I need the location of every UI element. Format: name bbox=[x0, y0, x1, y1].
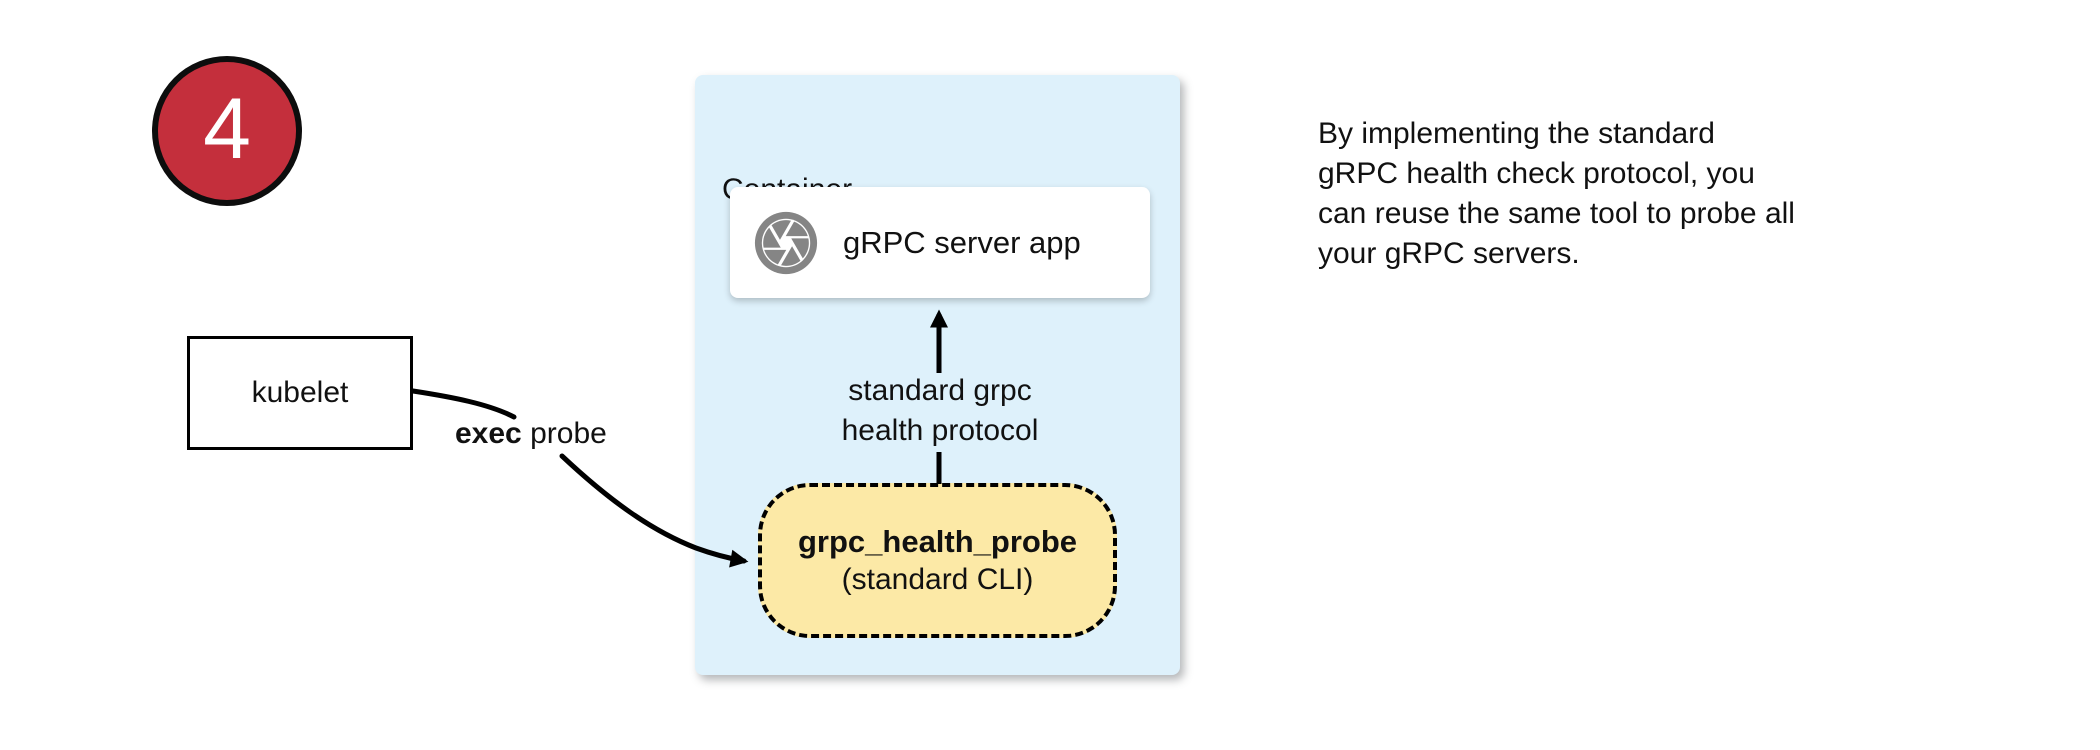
exec-probe-label: exec probe bbox=[455, 417, 607, 451]
probe-box-title: grpc_health_probe bbox=[797, 523, 1078, 559]
step-badge: 4 bbox=[152, 56, 302, 206]
protocol-label-line2: health protocol bbox=[841, 414, 1039, 447]
grpc-server-label: gRPC server app bbox=[843, 224, 1081, 260]
kubelet-box: kubelet bbox=[187, 336, 413, 450]
exec-probe-label-rest: probe bbox=[521, 417, 607, 450]
protocol-label-line1: standard grpc bbox=[848, 374, 1032, 407]
grpc-health-probe-box: grpc_health_probe (standard CLI) bbox=[758, 483, 1117, 638]
probe-box-subtitle: (standard CLI) bbox=[841, 562, 1034, 596]
kubelet-label: kubelet bbox=[251, 376, 349, 409]
shutter-icon bbox=[753, 210, 819, 276]
note-text: By implementing the standard gRPC health… bbox=[1318, 117, 1795, 270]
grpc-server-box: gRPC server app bbox=[730, 187, 1150, 298]
step-number: 4 bbox=[203, 81, 251, 177]
protocol-arrow-label: standard grpc health protocol bbox=[780, 371, 1100, 451]
container-box: Container gRPC server app bbox=[695, 75, 1180, 675]
exec-probe-label-bold: exec bbox=[455, 417, 522, 450]
exec-probe-arrow-segment1 bbox=[410, 388, 517, 420]
